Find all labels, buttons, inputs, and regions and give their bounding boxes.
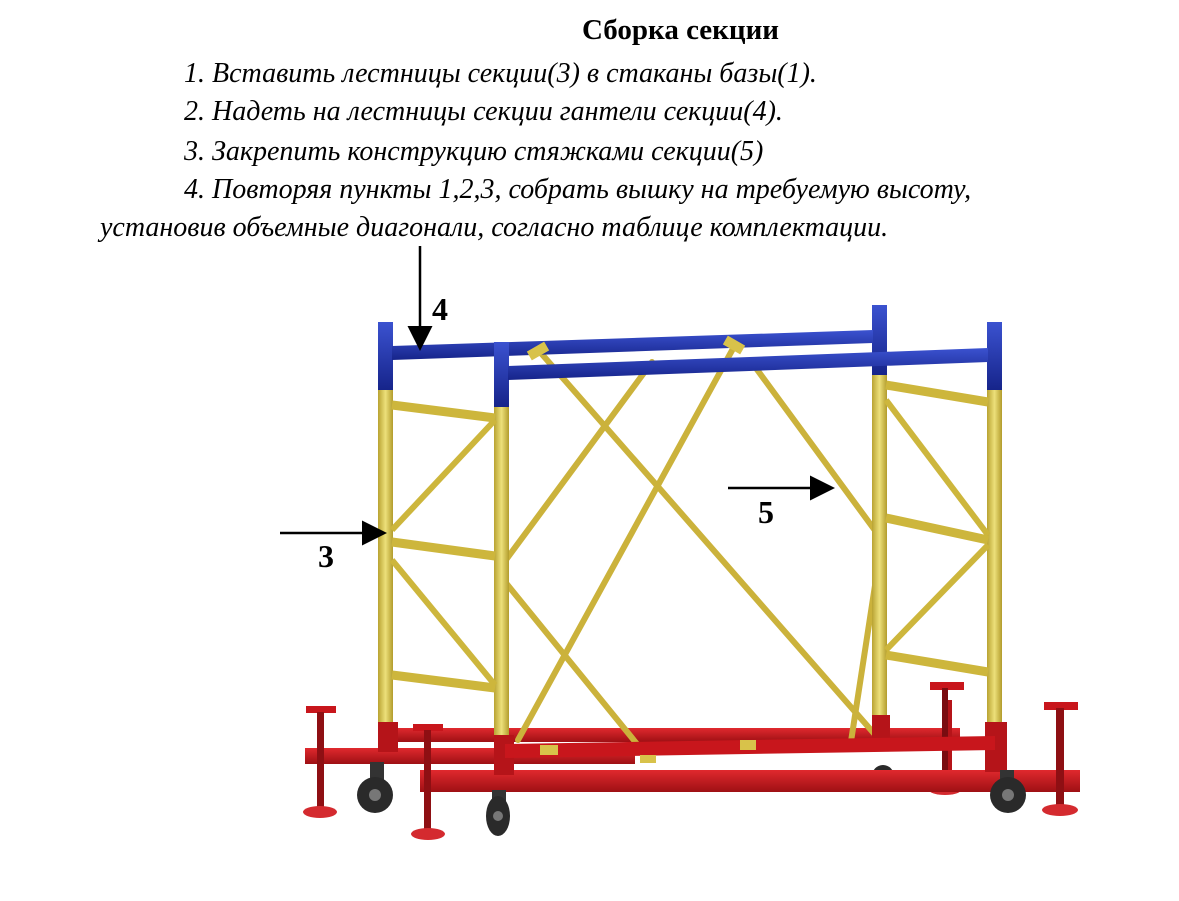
brace-diagonals xyxy=(494,342,885,763)
base-frame-front xyxy=(305,715,1080,792)
step-4: 4. Повторяя пункты 1,2,3, собрать вышку … xyxy=(184,174,972,205)
dumbbell-front xyxy=(494,322,1002,407)
callout-label-dumbbell: 4 xyxy=(432,291,448,327)
callout-label-brace: 5 xyxy=(758,494,774,530)
step-4-continued: установив объемные диагонали, согласно т… xyxy=(100,212,889,243)
step-1: 1. Вставить лестницы секции(3) в стаканы… xyxy=(184,58,817,89)
wheels xyxy=(357,762,1026,836)
callout-label-ladder: 3 xyxy=(318,538,334,574)
diagram-title: Сборка секции xyxy=(582,14,779,46)
step-3: 3. Закрепить конструкцию стяжками секции… xyxy=(184,136,764,167)
jack-legs xyxy=(303,702,1078,840)
ladder-left xyxy=(378,375,509,740)
dumbbell-back xyxy=(378,305,887,390)
ladder-right xyxy=(872,370,1002,730)
step-2: 2. Надеть на лестницы секции гантели сек… xyxy=(184,96,783,127)
